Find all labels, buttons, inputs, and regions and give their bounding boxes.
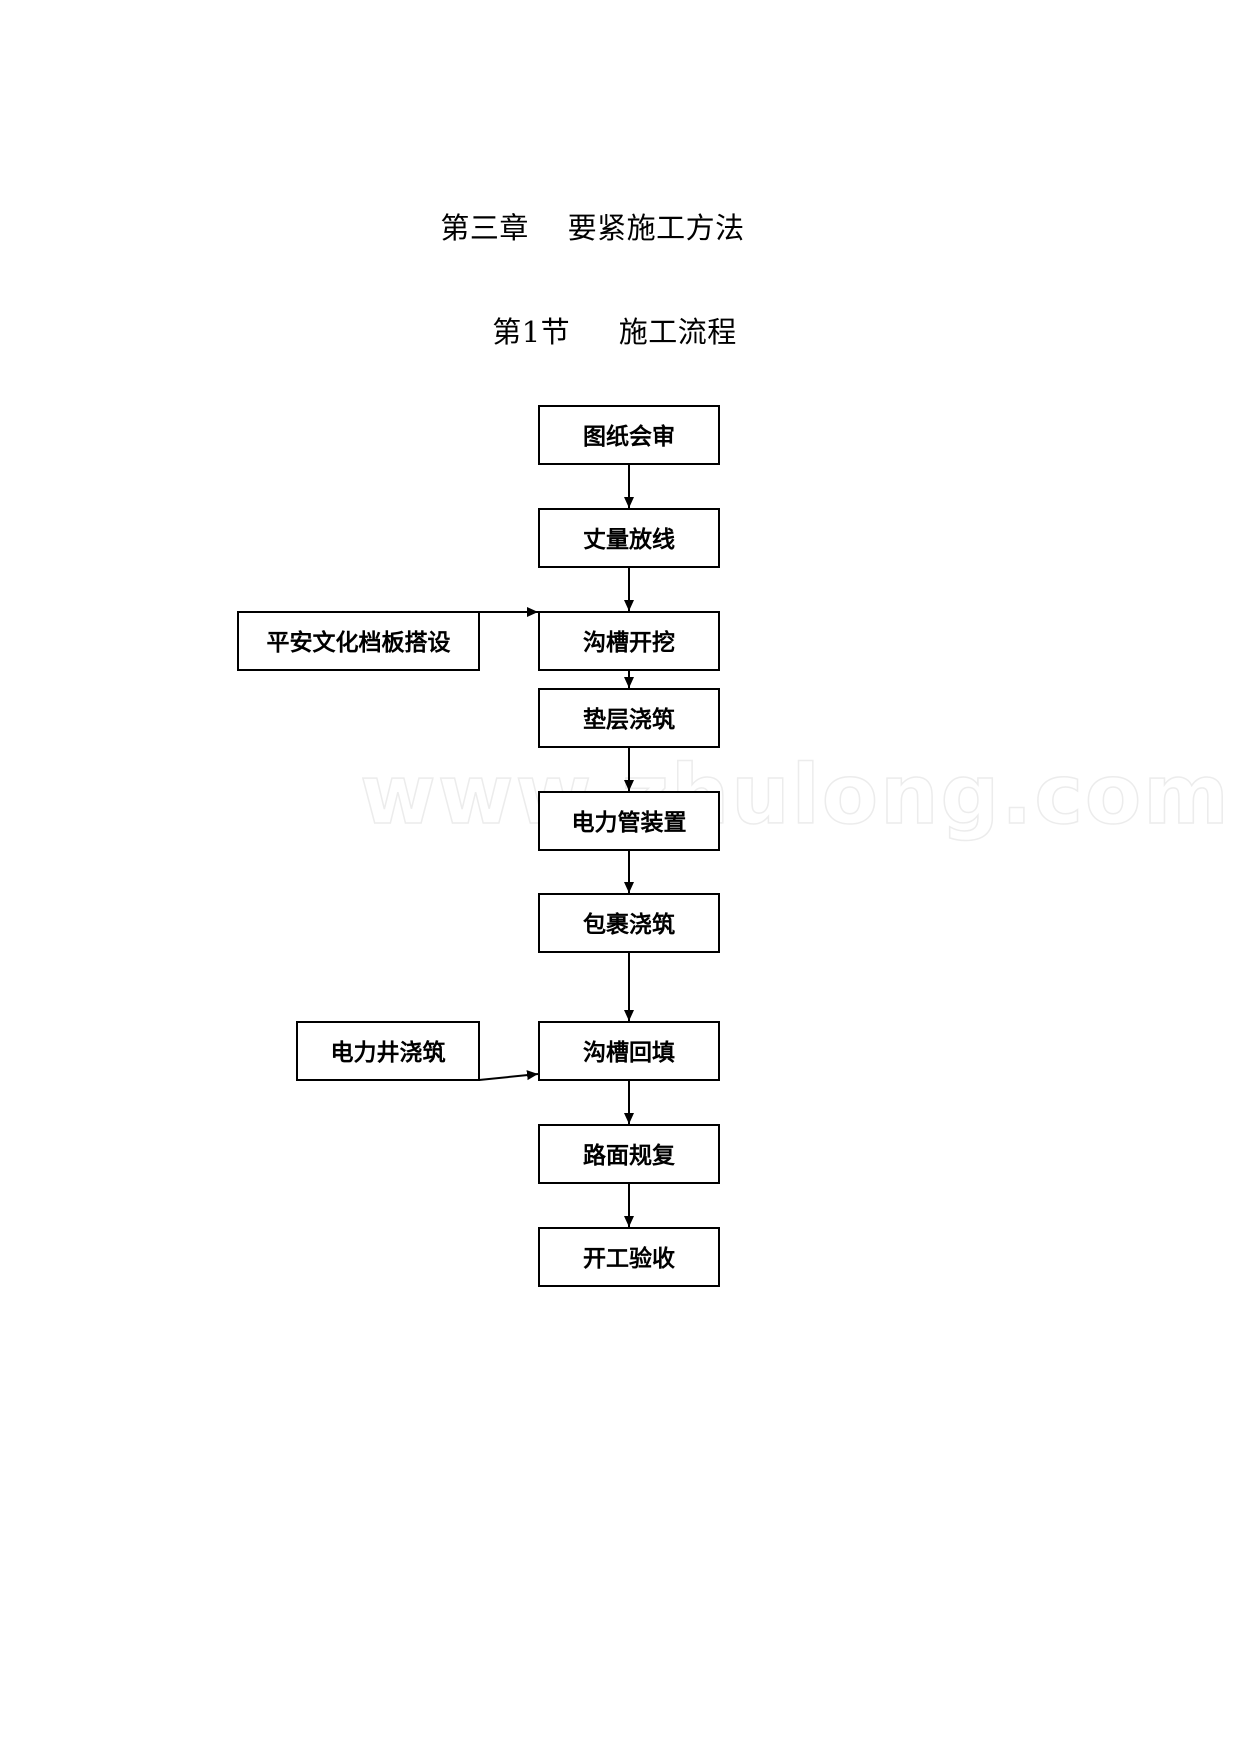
section-title: 第1节 施工流程: [492, 315, 737, 349]
flow-connectors: [478, 464, 634, 1227]
flow-step-8-frame: [538, 1124, 720, 1184]
flow-step-8: 路面规复: [538, 1124, 720, 1184]
side-step-1: 平安文化档板搭设: [237, 611, 480, 671]
side-step-1-label: 平安文化档板搭设: [267, 629, 451, 656]
flow-step-4: 垫层浇筑: [538, 688, 720, 748]
flow-step-1-label: 图纸会审: [583, 423, 675, 450]
flow-step-3-label: 沟槽开挖: [583, 629, 675, 656]
flow-step-5-label: 电力管装置: [572, 809, 687, 836]
flow-step-1-frame: [538, 405, 720, 465]
side-step-2-frame: [296, 1021, 480, 1081]
flow-step-5: 电力管装置: [538, 791, 720, 851]
flow-step-7-label: 沟槽回填: [583, 1039, 675, 1066]
flow-step-6-frame: [538, 893, 720, 953]
side-arrow-2: [478, 1070, 539, 1081]
flow-step-5-frame: [538, 791, 720, 851]
flow-step-9: 开工验收: [538, 1227, 720, 1287]
flow-step-2-frame: [538, 508, 720, 568]
flow-step-4-frame: [538, 688, 720, 748]
side-step-1-frame: [237, 611, 480, 671]
flow-step-7-frame: [538, 1021, 720, 1081]
flow-step-3: 沟槽开挖: [538, 611, 720, 671]
flow-step-2: 丈量放线: [538, 508, 720, 568]
flow-step-4-label: 垫层浇筑: [583, 706, 675, 733]
flow-step-1: 图纸会审: [538, 405, 720, 465]
flow-step-6-label: 包裹浇筑: [583, 911, 675, 938]
flow-step-3-frame: [538, 611, 720, 671]
flow-step-7: 沟槽回填: [538, 1021, 720, 1081]
flow-step-8-label: 路面规复: [583, 1142, 676, 1169]
flow-step-6: 包裹浇筑: [538, 893, 720, 953]
side-step-2: 电力井浇筑: [296, 1021, 480, 1081]
flow-step-2-label: 丈量放线: [583, 526, 675, 553]
side-step-2-label: 电力井浇筑: [331, 1039, 446, 1066]
chapter-title: 第三章 要紧施工方法: [440, 211, 745, 245]
flow-step-9-label: 开工验收: [583, 1245, 675, 1272]
flow-step-9-frame: [538, 1227, 720, 1287]
